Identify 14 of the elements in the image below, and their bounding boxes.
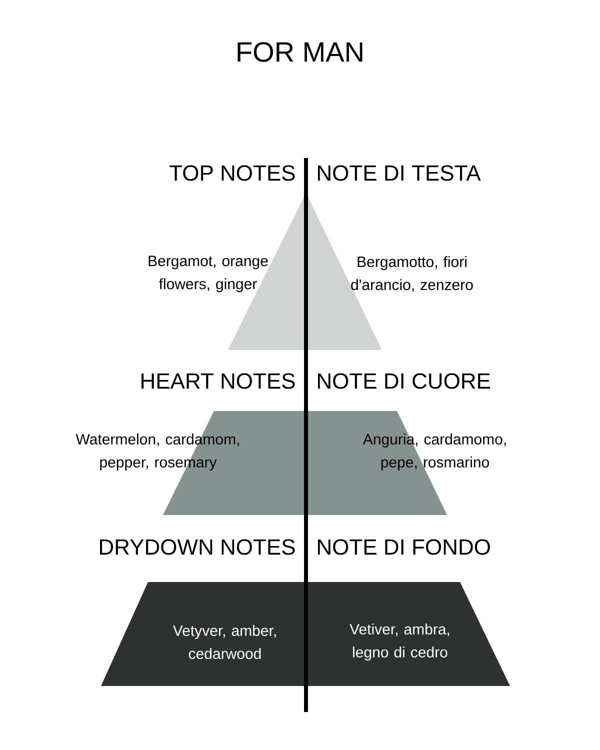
tier-heading: NOTE DI CUORE (318, 373, 490, 389)
tier-heading: NOTE DI FONDO (318, 539, 490, 555)
tier-heading: NOTE DI TESTA (318, 165, 481, 181)
tier-heading: DRYDOWN NOTES (100, 539, 295, 555)
note-list: Bergamotto, fiori d'arancio, zenzero (351, 256, 473, 292)
tier-heading: HEART NOTES (142, 373, 295, 389)
note-list: Bergamot, orange flowers, ginger (148, 256, 268, 292)
pyramid-tier (76, 373, 506, 515)
note-list: Vetiver, ambra, legno di cedro (350, 624, 450, 660)
tier-heading: TOP NOTES (170, 165, 295, 181)
pyramid-tier (148, 165, 481, 350)
pyramid-tier (100, 539, 510, 686)
note-list: Vetyver, amber, cedarwood (172, 625, 276, 659)
title: FOR MAN (238, 42, 362, 62)
